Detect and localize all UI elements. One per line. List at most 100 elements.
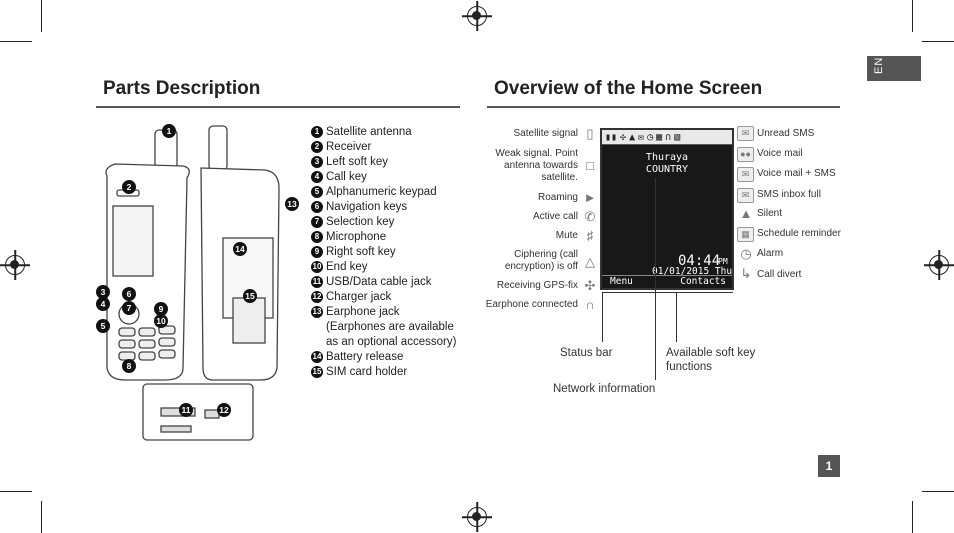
earphone-icon: ∩ xyxy=(665,131,672,143)
status-bar: ▮▮ ✣ ▲ ✉ ◷ ▦ ∩ ▧ xyxy=(602,130,732,145)
voice-mail-icon: ●● xyxy=(737,147,754,162)
silent-icon: ▲ xyxy=(629,131,636,143)
registration-mark-icon xyxy=(929,255,949,275)
callout-1: 1 xyxy=(162,124,176,138)
satellite-signal-icon: ▯ xyxy=(586,126,594,141)
unread-sms-icon: ✉ xyxy=(737,126,754,141)
schedule-reminder-icon: ▦ xyxy=(737,227,754,242)
crop-mark xyxy=(0,491,32,492)
label-alarm: Alarm xyxy=(757,248,784,259)
silent-icon: ▲ xyxy=(739,206,753,221)
callout-6: 6 xyxy=(122,287,136,301)
mute-icon: ♯ xyxy=(586,228,594,243)
network-country: COUNTRY xyxy=(645,164,689,175)
clock-time: 04:44 xyxy=(678,253,721,269)
schedule-icon: ▦ xyxy=(656,131,663,143)
satellite-signal-icon: ▮▮ xyxy=(605,131,618,143)
soft-key-left: Menu xyxy=(610,276,633,287)
label-active-call: Active call xyxy=(532,211,578,222)
label-mute: Mute xyxy=(555,230,578,241)
language-tab-label: EN xyxy=(873,56,885,74)
active-call-icon: ✆ xyxy=(584,209,596,224)
weak-signal-icon: □ xyxy=(586,158,594,173)
label-weak-signal: Weak signal. Point antenna towards satel… xyxy=(495,148,578,183)
callout-9: 9 xyxy=(154,302,168,316)
label-schedule-reminder: Schedule reminder xyxy=(757,228,841,239)
callout-5: 5 xyxy=(96,319,110,333)
section-title-home-screen: Overview of the Home Screen xyxy=(494,78,763,99)
label-voice-mail-sms: Voice mail + SMS xyxy=(757,168,836,179)
crop-mark xyxy=(922,41,954,42)
clock-ampm: PM xyxy=(718,257,728,266)
clock-date: 01/01/2015 Thu xyxy=(652,266,733,277)
leader-line xyxy=(676,292,677,342)
label-roaming: Roaming xyxy=(537,192,578,203)
caption-soft-keys: Available soft key functions xyxy=(666,347,756,373)
label-sms-inbox-full: SMS inbox full xyxy=(757,189,821,200)
label-ciphering: Ciphering (call encryption) is off xyxy=(504,249,578,272)
callout-12: 12 xyxy=(217,403,231,417)
callout-4: 4 xyxy=(96,297,110,311)
voice-mail-sms-icon: ✉ xyxy=(737,167,754,182)
gps-icon: ✣ xyxy=(620,131,627,143)
label-gps-fix: Receiving GPS-fix xyxy=(496,280,578,291)
page-number: 1 xyxy=(818,455,840,477)
roaming-icon: ► xyxy=(583,190,597,205)
callout-11: 11 xyxy=(179,403,193,417)
callout-3: 3 xyxy=(96,285,110,299)
callout-2: 2 xyxy=(122,180,136,194)
ciphering-icon: △ xyxy=(585,254,595,269)
phone-home-screen: ▮▮ ✣ ▲ ✉ ◷ ▦ ∩ ▧ Thuraya COUNTRY 04:44 P… xyxy=(600,128,734,290)
status-bar-bracket xyxy=(602,292,733,293)
soft-key-bar: Menu Contacts xyxy=(602,275,732,288)
list-item-note: as an optional accessory) xyxy=(326,336,457,348)
registration-mark-icon xyxy=(467,507,487,527)
crop-mark xyxy=(922,491,954,492)
crop-mark xyxy=(912,0,913,32)
registration-mark-icon xyxy=(467,6,487,26)
crop-mark xyxy=(0,41,32,42)
section-title-parts: Parts Description xyxy=(103,78,261,99)
registration-mark-icon xyxy=(5,255,25,275)
crop-mark xyxy=(41,0,42,32)
language-tab: EN xyxy=(867,56,921,81)
list-item-note: (Earphones are available xyxy=(326,321,454,333)
label-satellite-signal: Satellite signal xyxy=(513,128,578,139)
alarm-icon: ◷ xyxy=(740,246,752,261)
leader-line xyxy=(655,178,656,380)
callout-8: 8 xyxy=(122,359,136,373)
label-silent: Silent xyxy=(757,208,783,219)
phone-illustration xyxy=(105,125,280,441)
alarm-icon: ◷ xyxy=(647,131,654,143)
call-divert-icon: ↳ xyxy=(740,266,752,281)
callout-15: 15 xyxy=(243,289,257,303)
leader-line xyxy=(602,292,603,342)
label-unread-sms: Unread SMS xyxy=(757,128,815,139)
battery-icon: ▧ xyxy=(674,131,681,143)
sms-inbox-full-icon: ✉ xyxy=(737,188,754,203)
gps-icon: ✣ xyxy=(584,278,596,293)
label-call-divert: Call divert xyxy=(757,269,802,280)
sms-full-icon: ✉ xyxy=(638,131,645,143)
callout-14: 14 xyxy=(233,242,247,256)
callout-7: 7 xyxy=(122,301,136,315)
label-earphone: Earphone connected xyxy=(485,299,578,310)
network-name: Thuraya xyxy=(645,152,689,163)
caption-status-bar: Status bar xyxy=(560,347,613,359)
